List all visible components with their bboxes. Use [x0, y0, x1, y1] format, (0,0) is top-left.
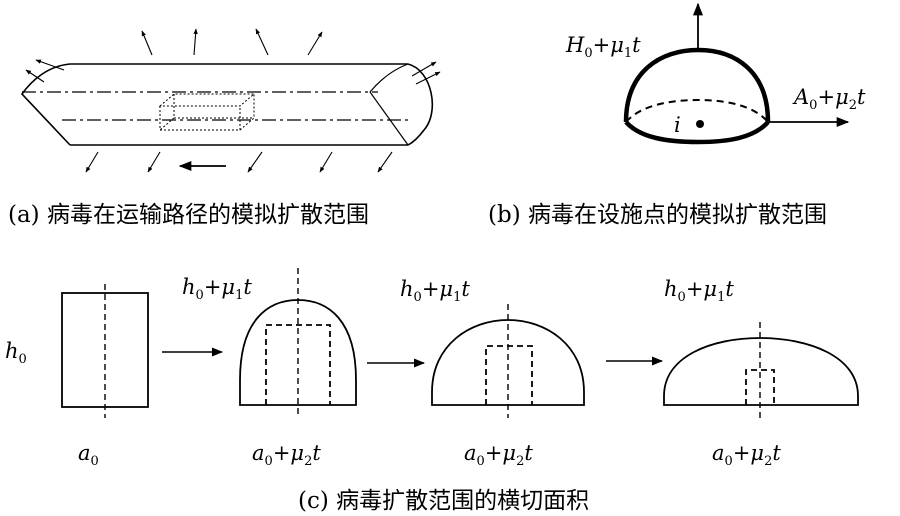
- cross-section-stage-2: [431, 304, 585, 418]
- panel-a-transport-path: [20, 28, 441, 173]
- diffusion-arrows-up: [25, 28, 441, 85]
- cross-section-stage-3: [663, 322, 859, 418]
- facility-center-dot: [696, 120, 704, 128]
- panel-b-width-label: A0+μ2t: [792, 85, 866, 113]
- panel-b-center-label: i: [674, 113, 681, 137]
- caption-b: (b) 病毒在设施点的模拟扩散范围: [488, 202, 827, 228]
- stage-2-inner-box: [485, 345, 533, 405]
- label-width-growth-3: a0+μ2t: [712, 441, 781, 469]
- label-height-growth-2: h0+μ1t: [400, 277, 470, 305]
- hemisphere-dome: [623, 47, 771, 123]
- label-width-growth-2: a0+μ2t: [464, 441, 533, 469]
- cylinder-right-fold-lower: [369, 91, 409, 146]
- hemisphere-base-front: [624, 120, 770, 145]
- cylinder-right-end: [407, 63, 433, 146]
- label-width-growth-1: a0+μ2t: [252, 441, 321, 469]
- cross-section-initial: [61, 284, 149, 418]
- caption-a: (a) 病毒在运输路径的模拟扩散范围: [8, 202, 369, 228]
- stage-3-outline: [663, 337, 859, 406]
- label-height-growth-1: h0+μ1t: [182, 275, 252, 303]
- label-h0: h0: [5, 339, 27, 367]
- stage-1-inner-box: [265, 324, 331, 405]
- hemisphere-base-back: [625, 98, 769, 123]
- panel-c-cross-sections: [61, 268, 859, 418]
- stage-2-outline: [431, 319, 585, 406]
- diffusion-arrows-down: [85, 151, 393, 173]
- panel-b-height-label: H0+μ1t: [565, 33, 641, 61]
- cross-section-stage-1: [239, 268, 357, 418]
- label-a0: a0: [78, 441, 99, 469]
- inner-vehicle-box: [158, 93, 256, 131]
- label-height-growth-3: h0+μ1t: [664, 277, 734, 305]
- panel-b-facility-point: [623, 2, 850, 145]
- caption-c: (c) 病毒扩散范围的横切面积: [298, 488, 589, 514]
- stage-3-inner-box: [745, 369, 775, 405]
- cylinder-left-end: [20, 63, 71, 146]
- cylinder-right-fold: [369, 63, 409, 93]
